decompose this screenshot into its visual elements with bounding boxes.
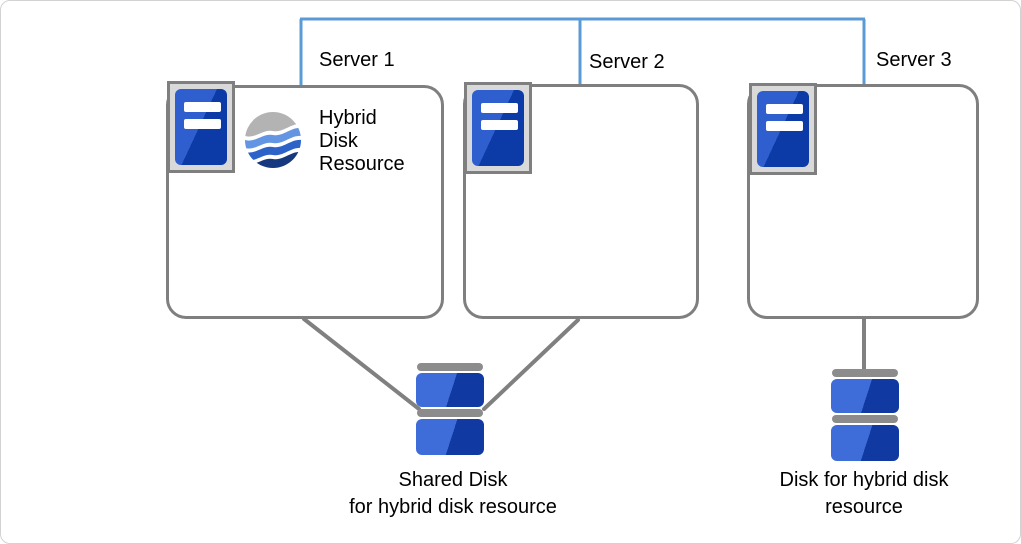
server3-label: Server 3 bbox=[876, 49, 952, 71]
server2-label: Server 2 bbox=[589, 51, 665, 73]
server-icon-screen bbox=[472, 90, 524, 166]
hybrid-disk-resource-sphere-icon bbox=[245, 112, 301, 168]
hybrid-disk-resource-label-line: Disk bbox=[319, 130, 358, 152]
hybrid-disk-caption-line: resource bbox=[825, 496, 903, 518]
server-icon-slot bbox=[481, 103, 518, 113]
connector-server1-shared-disk-line bbox=[302, 317, 421, 411]
server1-label: Server 1 bbox=[319, 49, 395, 71]
disk-body bbox=[416, 419, 484, 455]
disk-platter-bar bbox=[417, 363, 483, 371]
hybrid-disk-resource-label: Hybrid Disk Resource bbox=[319, 107, 405, 176]
server-icon-slot bbox=[766, 121, 803, 131]
disk-platter-bar bbox=[417, 409, 483, 417]
server-icon bbox=[749, 83, 817, 175]
disk-icon bbox=[831, 369, 899, 461]
server-icon-screen bbox=[757, 91, 809, 167]
shared-disk-caption-line: for hybrid disk resource bbox=[349, 496, 557, 518]
shared-disk-icon bbox=[416, 363, 484, 455]
disk-platter-bar bbox=[832, 369, 898, 377]
server-icon-slot bbox=[184, 119, 221, 129]
disk-body bbox=[831, 379, 899, 413]
disk-platter-bar bbox=[832, 415, 898, 423]
server-icon-slot bbox=[481, 120, 518, 130]
server-icon-slot bbox=[184, 102, 221, 112]
server-icon bbox=[464, 82, 532, 174]
hybrid-disk-caption-line: Disk for hybrid disk bbox=[779, 469, 949, 491]
hybrid-disk-resource-label-line: Resource bbox=[319, 153, 405, 175]
shared-disk-caption: Shared Disk for hybrid disk resource bbox=[303, 467, 603, 521]
server1-box bbox=[166, 85, 444, 319]
disk-body bbox=[416, 373, 484, 407]
hybrid-disk-caption: Disk for hybrid disk resource bbox=[714, 467, 1014, 521]
disk-body bbox=[831, 425, 899, 461]
server-icon-screen bbox=[175, 89, 227, 165]
server-icon-slot bbox=[766, 104, 803, 114]
hybrid-disk-resource-label-line: Hybrid bbox=[319, 107, 377, 129]
server-icon bbox=[167, 81, 235, 173]
shared-disk-caption-line: Shared Disk bbox=[398, 469, 508, 491]
connector-server2-shared-disk-line bbox=[482, 318, 580, 411]
